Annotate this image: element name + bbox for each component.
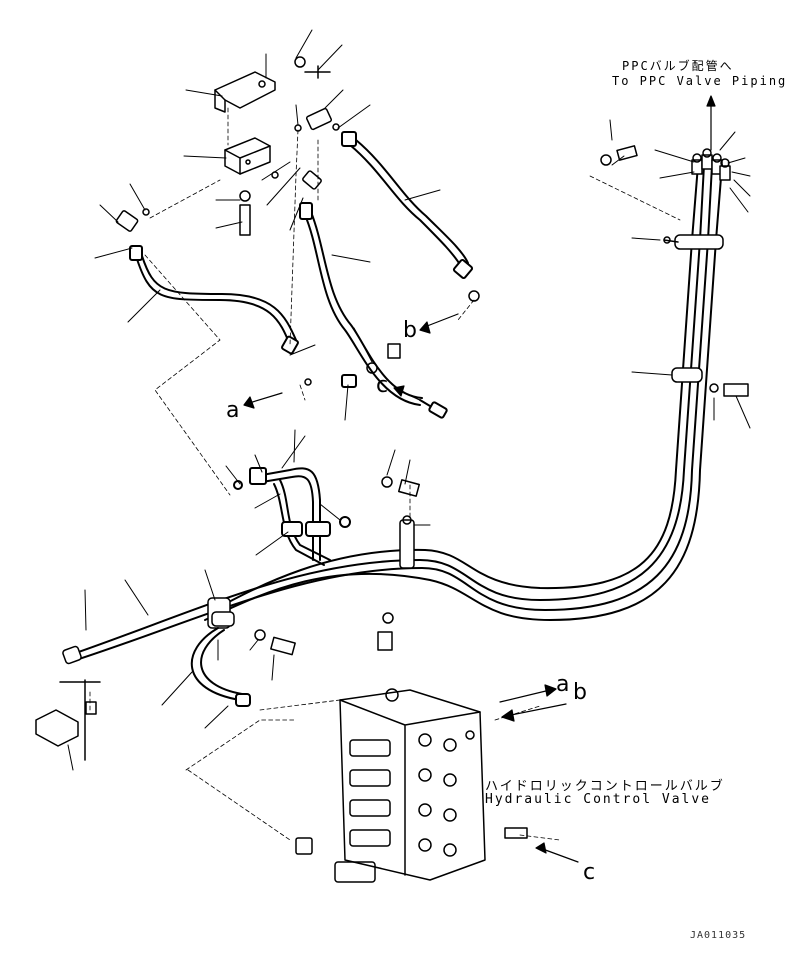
ref-b-upper: b: [403, 318, 417, 343]
top-center-hose: [341, 131, 474, 280]
figure-code: JA011035: [690, 930, 747, 941]
main-hose-bundle: [69, 164, 723, 661]
ref-a-upper: a: [226, 398, 240, 423]
hex-fittings: [35, 56, 749, 747]
bottom-hose: [190, 627, 251, 707]
bundle-clamp-lower: [207, 515, 415, 629]
upper-bracket: [214, 71, 276, 113]
ref-b-lower: b: [573, 680, 587, 705]
ref-c-lower: c: [583, 860, 596, 885]
control-valve-label-jp: ハイドロリックコントロールバルブ: [485, 779, 725, 794]
ppc-label-en: To PPC Valve Piping: [612, 74, 788, 88]
ref-a-lower: a: [556, 672, 570, 697]
dashed-connections: [89, 107, 681, 841]
bundle-clamp-middle: [671, 367, 703, 383]
tee-hoses: [233, 467, 351, 566]
center-hose: [299, 202, 448, 419]
ppc-label-jp: PPCバルブ配管へ: [622, 59, 734, 73]
manifold-block: [224, 137, 271, 175]
left-mid-hose: [129, 245, 299, 355]
reference-arrows: [243, 313, 579, 863]
ref-c-upper: c: [376, 373, 389, 398]
ppc-direction-arrow: [706, 95, 716, 151]
bundle-clamp-upper: [663, 234, 724, 250]
lower-left-hose-end: [59, 645, 101, 761]
hydraulic-control-valve: [295, 688, 528, 883]
control-valve-label-en: Hydraulic Control Valve: [485, 792, 712, 807]
leader-lines: [67, 29, 751, 771]
